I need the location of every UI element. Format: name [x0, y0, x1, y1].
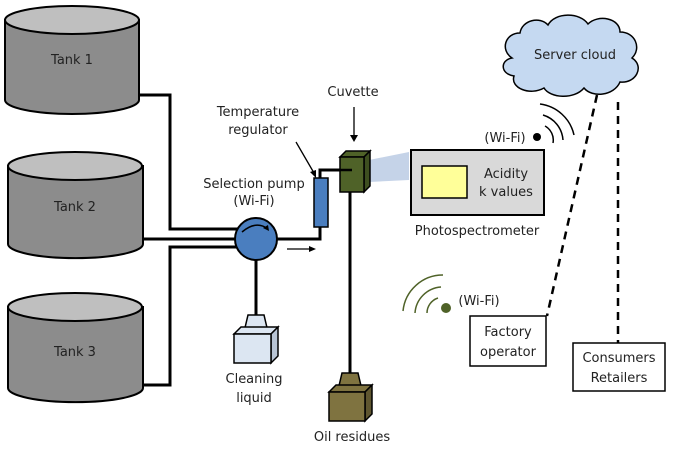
regulator-label-line1: Temperature — [216, 105, 299, 120]
factory-operator: (Wi-Fi) Factory operator — [402, 274, 547, 367]
operator-label-line1: Factory — [484, 325, 532, 340]
spectrometer-display — [421, 165, 468, 199]
tank-2: Tank 2 — [7, 151, 144, 260]
pipes — [133, 93, 352, 387]
pipe-tank1 — [133, 93, 240, 231]
temperature-regulator: Temperature regulator — [216, 105, 329, 228]
pump-circle — [234, 217, 278, 261]
spectrometer-label: Photospectrometer — [415, 224, 540, 239]
tank-3: Tank 3 — [7, 292, 144, 404]
consumers-box — [572, 342, 666, 392]
consumers-retailers: Consumers Retailers — [572, 342, 666, 392]
tank-top — [7, 151, 143, 181]
tank-label: Tank 1 — [50, 53, 93, 68]
display-line2: k values — [479, 185, 533, 200]
oil-residues: Oil residues — [314, 372, 391, 445]
light-beam — [369, 152, 409, 182]
display-line1: Acidity — [484, 167, 528, 182]
selection-pump: Selection pump (Wi-Fi) — [203, 177, 316, 261]
tank-body — [7, 306, 144, 404]
regulator-label-line2: regulator — [228, 123, 288, 138]
cuvette-label: Cuvette — [327, 85, 378, 100]
server-cloud: Server cloud — [502, 14, 639, 97]
operator-wifi-icon — [402, 274, 451, 314]
cloud-label: Server cloud — [534, 48, 616, 63]
pipe-pump-to-regulator — [276, 227, 322, 241]
photospectrometer: Acidity k values Photospectrometer (Wi-F… — [410, 103, 575, 239]
cleaning-label-line1: Cleaning — [226, 372, 283, 387]
cleaning-box-front — [233, 333, 272, 364]
link-cloud-to-operator — [545, 94, 599, 317]
tank-label: Tank 2 — [53, 200, 96, 215]
tank-top — [7, 292, 143, 322]
spectrometer-wifi-icon — [533, 103, 575, 144]
oil-box-front — [328, 391, 366, 422]
regulator-pointer-arrow — [295, 141, 315, 174]
tank-1: Tank 1 — [4, 5, 140, 115]
operator-label-line2: operator — [480, 345, 537, 360]
tank-label: Tank 3 — [53, 345, 96, 360]
network-links — [545, 94, 620, 343]
spectrometer-wifi-label: (Wi-Fi) — [484, 131, 525, 146]
cleaning-label-line2: liquid — [236, 391, 272, 406]
tank-body — [7, 165, 144, 260]
cuvette: Cuvette — [327, 85, 409, 194]
cuvette-front — [339, 156, 365, 193]
consumers-label-line2: Retailers — [591, 371, 648, 386]
cleaning-box-side — [270, 325, 279, 365]
operator-wifi-label: (Wi-Fi) — [458, 294, 499, 309]
pump-label-line2: (Wi-Fi) — [233, 194, 274, 209]
pump-label-line1: Selection pump — [203, 177, 304, 192]
oil-label: Oil residues — [314, 430, 391, 445]
oil-box-side — [364, 383, 373, 423]
tank-body — [4, 19, 140, 115]
cloud-shape — [502, 14, 639, 97]
pipe-tank3 — [133, 245, 240, 387]
operator-box — [469, 315, 547, 367]
consumers-label-line1: Consumers — [582, 351, 655, 366]
regulator-tube — [313, 177, 329, 228]
cleaning-liquid: Cleaning liquid — [226, 314, 283, 406]
tank-top — [4, 5, 140, 35]
cuvette-side — [363, 149, 371, 194]
